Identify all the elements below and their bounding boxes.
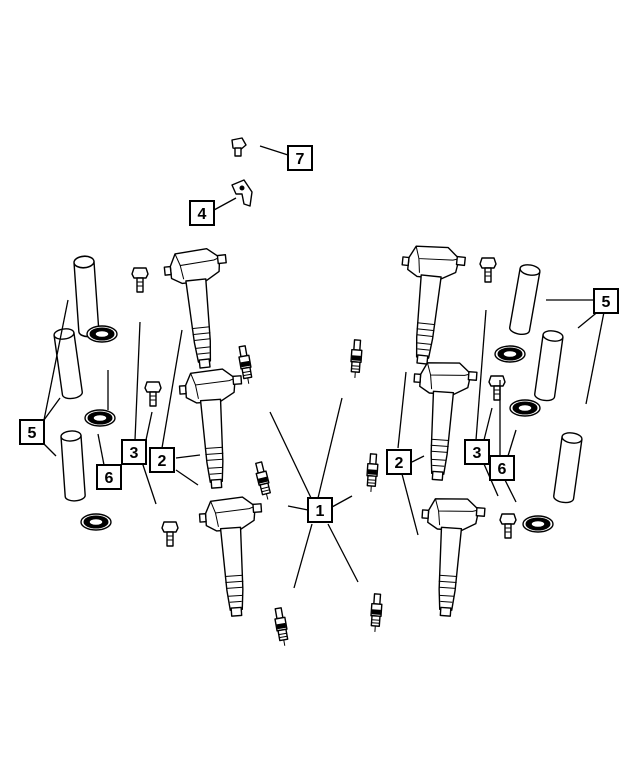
- seal-left-2: [84, 409, 116, 427]
- bolt-right-2: [488, 375, 506, 401]
- tube-left-3: [59, 429, 87, 503]
- tube-right-1: [508, 262, 542, 337]
- coil-right-3: [414, 495, 487, 619]
- bolt-part-7: [231, 137, 247, 157]
- plug-right-2: [365, 453, 380, 494]
- callout-2-right: 2: [386, 449, 412, 475]
- callout-3-left: 3: [121, 439, 147, 465]
- svg-text:3: 3: [473, 445, 482, 462]
- coil-left-2: [177, 367, 250, 491]
- bolt-left-1: [131, 267, 149, 293]
- bolt-right-3: [499, 513, 517, 539]
- bolt-left-3: [161, 521, 179, 547]
- seal-left-1: [86, 325, 118, 343]
- tube-right-2: [533, 328, 565, 403]
- callout-2-left: 2: [149, 447, 175, 473]
- callout-6-left: 6: [96, 464, 122, 490]
- tube-left-2: [52, 326, 84, 401]
- tube-left-1: [72, 254, 100, 339]
- svg-text:2: 2: [395, 455, 404, 472]
- coil-right-1: [391, 242, 467, 368]
- tube-right-3: [552, 430, 584, 505]
- leader-lines: [43, 145, 605, 589]
- seal-right-2: [509, 399, 541, 417]
- plug-right-1: [349, 339, 364, 380]
- callout-3-right: 3: [464, 439, 490, 465]
- callout-7: 7: [287, 145, 313, 171]
- svg-text:4: 4: [198, 206, 207, 223]
- bracket-part-4: [231, 179, 253, 207]
- callout-1: 1: [307, 497, 333, 523]
- svg-text:1: 1: [316, 503, 325, 520]
- plug-left-3: [272, 606, 291, 648]
- svg-text:2: 2: [158, 453, 167, 470]
- svg-text:5: 5: [602, 294, 611, 311]
- callout-4: 4: [189, 200, 215, 226]
- plug-right-3: [369, 593, 384, 634]
- bolt-right-1: [479, 257, 497, 283]
- svg-text:6: 6: [105, 470, 114, 487]
- svg-text:7: 7: [296, 151, 305, 168]
- seal-right-3: [522, 515, 554, 533]
- seal-right-1: [494, 345, 526, 363]
- svg-text:3: 3: [130, 445, 139, 462]
- coil-left-1: [162, 246, 238, 372]
- callout-6-right: 6: [489, 455, 515, 481]
- callout-5-left: 5: [19, 419, 45, 445]
- svg-text:5: 5: [28, 425, 37, 442]
- seal-left-3: [80, 513, 112, 531]
- coil-left-3: [197, 495, 270, 619]
- callout-5-right: 5: [593, 288, 619, 314]
- bolt-left-2: [144, 381, 162, 407]
- plug-left-2: [253, 460, 274, 502]
- svg-text:6: 6: [498, 461, 507, 478]
